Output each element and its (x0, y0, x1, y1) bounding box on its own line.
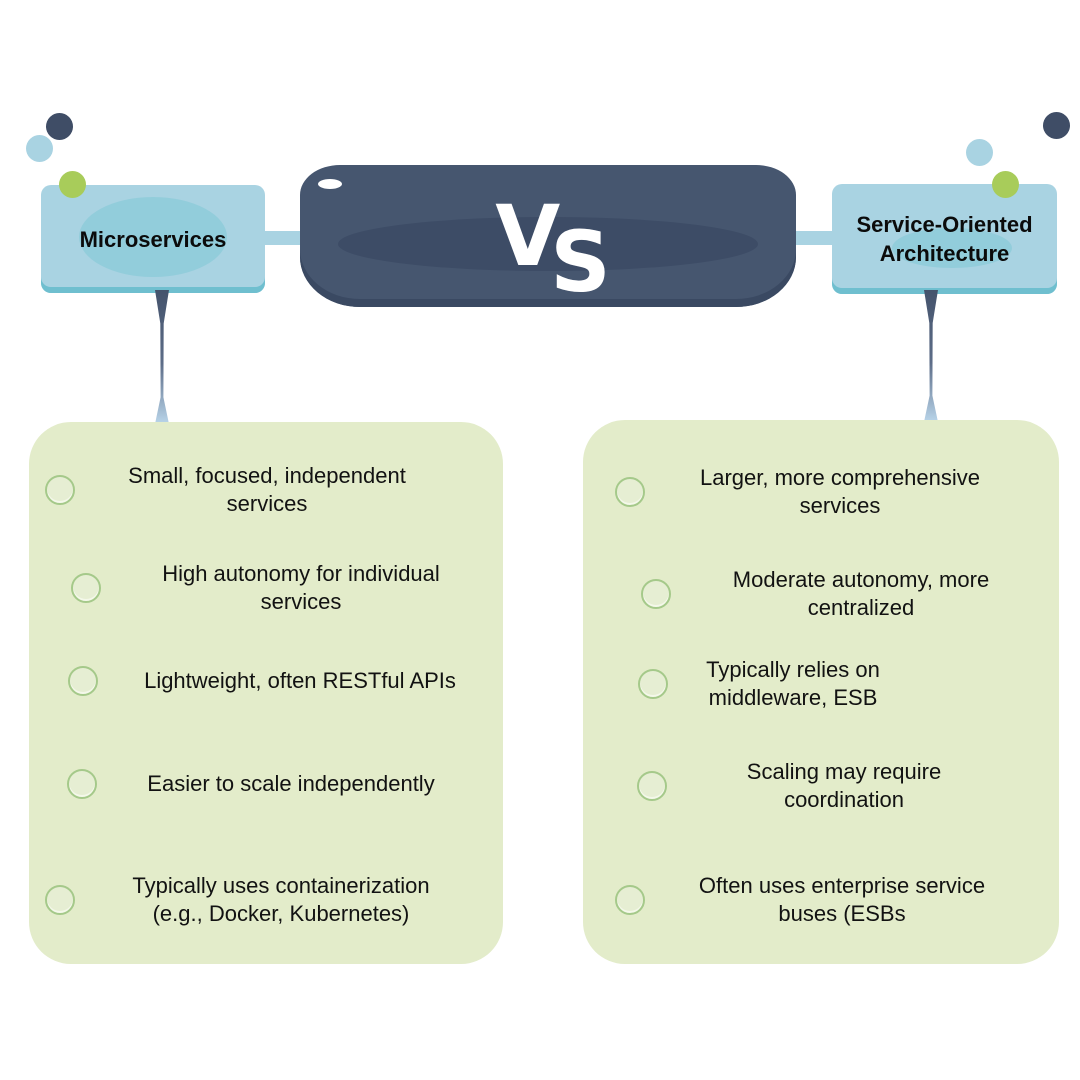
title-blob (79, 197, 227, 277)
vs-banner: VS (300, 165, 796, 311)
decor-dot-dark-right (1043, 112, 1070, 139)
circle-bullet-icon (67, 769, 97, 799)
list-item: Easier to scale independently (67, 769, 497, 799)
circle-bullet-icon (45, 475, 75, 505)
list-item: Lightweight, often RESTful APIs (68, 666, 498, 696)
circle-bullet-icon (641, 579, 671, 609)
microservices-title-box: Microservices (41, 185, 265, 293)
item-text: Typically uses containerization(e.g., Do… (132, 873, 430, 926)
vs-letter-s: S (550, 213, 610, 311)
decor-dot-green-right (992, 171, 1019, 198)
vs-letter-v: V (495, 187, 560, 285)
soa-title-line1: Service-Oriented (856, 212, 1033, 237)
stem-left (155, 290, 169, 424)
circle-bullet-icon (71, 573, 101, 603)
list-item: Typically uses containerization(e.g., Do… (45, 872, 485, 928)
item-text: Lightweight, often RESTful APIs (144, 668, 456, 693)
circle-bullet-icon (638, 669, 668, 699)
item-text: Easier to scale independently (147, 771, 435, 796)
circle-bullet-icon (68, 666, 98, 696)
stem-right (924, 290, 938, 422)
decor-dot-green-left (59, 171, 86, 198)
soa-title: Service-Oriented Architecture (856, 210, 1032, 268)
decor-dot-light-right (966, 139, 993, 166)
circle-bullet-icon (615, 477, 645, 507)
connector-left (262, 231, 306, 245)
connector-right (790, 231, 834, 245)
soa-title-box: Service-Oriented Architecture (832, 184, 1057, 294)
soa-title-line2: Architecture (879, 241, 1010, 266)
vs-label: VS (300, 187, 796, 311)
vs-shine (318, 179, 342, 189)
circle-bullet-icon (615, 885, 645, 915)
circle-bullet-icon (637, 771, 667, 801)
title-blob (892, 228, 1012, 268)
decor-dot-dark-left (46, 113, 73, 140)
vs-inner-shape (338, 217, 758, 271)
decor-dot-light-left (26, 135, 53, 162)
circle-bullet-icon (45, 885, 75, 915)
microservices-title: Microservices (79, 226, 227, 252)
